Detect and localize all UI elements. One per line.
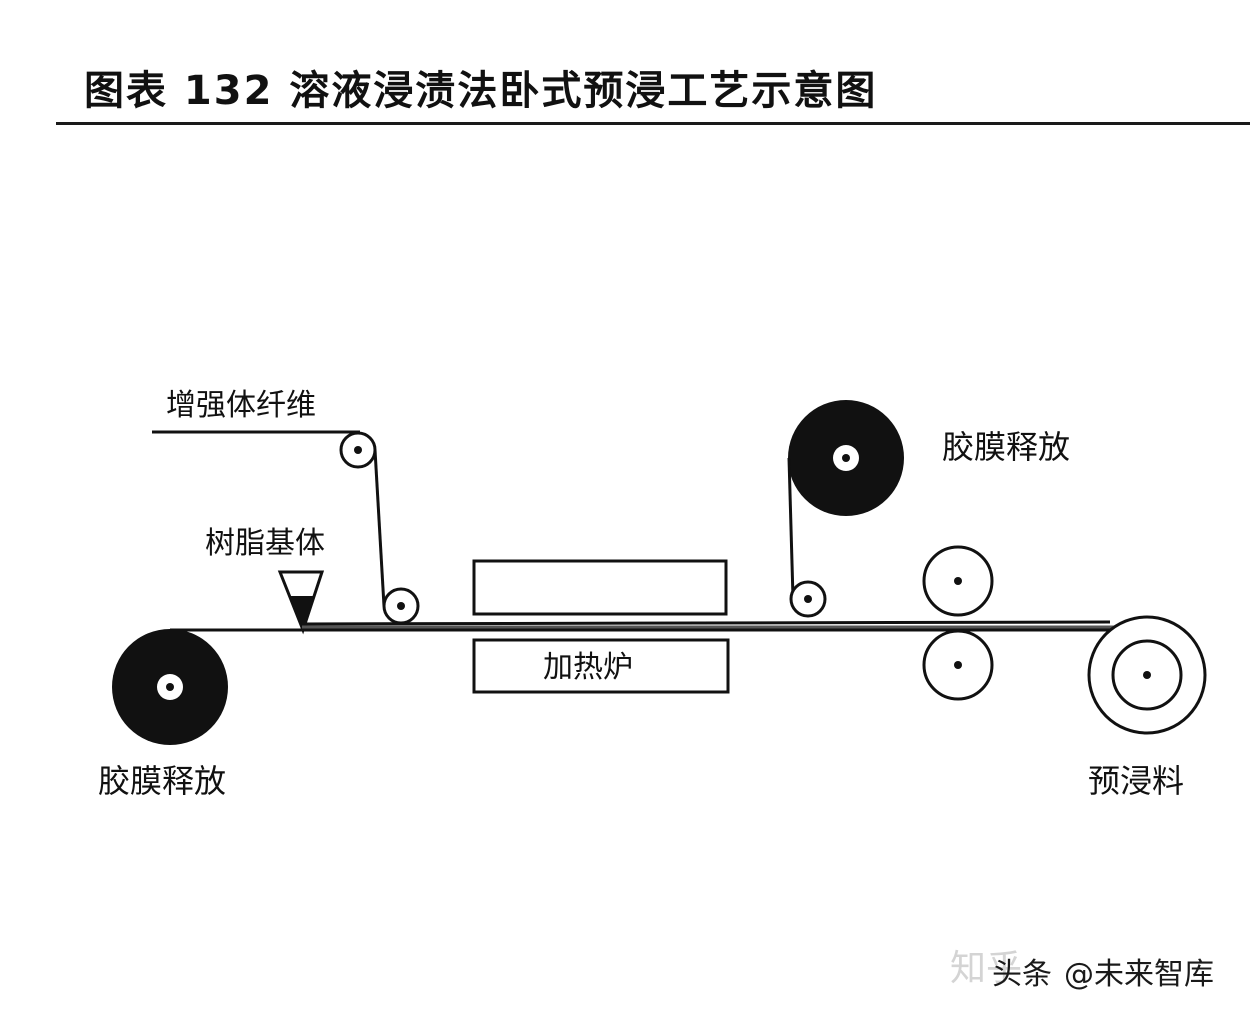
film-release-roll-bottom bbox=[112, 629, 228, 745]
resin-label: 树脂基体 bbox=[205, 526, 325, 561]
prepreg-label: 预浸料 bbox=[1088, 762, 1184, 800]
figure-title: 图表 132 溶液浸渍法卧式预浸工艺示意图 bbox=[84, 68, 878, 114]
watermark-zhihu: 知乎 bbox=[950, 948, 1022, 989]
nip-roller-bottom bbox=[922, 629, 994, 701]
fiber-label: 增强体纤维 bbox=[166, 388, 316, 423]
prepreg-takeup-roll bbox=[1087, 615, 1207, 735]
film-release-bottom-label: 胶膜释放 bbox=[98, 762, 226, 800]
film-guide-roller bbox=[789, 580, 827, 618]
film-release-roll-top bbox=[788, 400, 904, 516]
watermark-toutiao: 头条 bbox=[992, 957, 1052, 992]
fiber-lower-roller bbox=[382, 587, 420, 625]
furnace-upper-block bbox=[472, 559, 728, 616]
upper-web-line bbox=[301, 620, 1111, 626]
furnace-label: 加热炉 bbox=[543, 650, 633, 685]
title-rule bbox=[56, 122, 1250, 125]
film-release-top-label: 胶膜释放 bbox=[942, 428, 1070, 466]
fiber-descending-strand bbox=[373, 449, 386, 607]
furnace-lower-block bbox=[472, 638, 730, 694]
watermark-account: @未来智库 bbox=[1064, 957, 1214, 992]
film-descending-strand bbox=[787, 457, 795, 599]
fiber-guide-roller bbox=[339, 431, 377, 469]
resin-funnel bbox=[277, 570, 325, 635]
nip-roller-top bbox=[922, 545, 994, 617]
